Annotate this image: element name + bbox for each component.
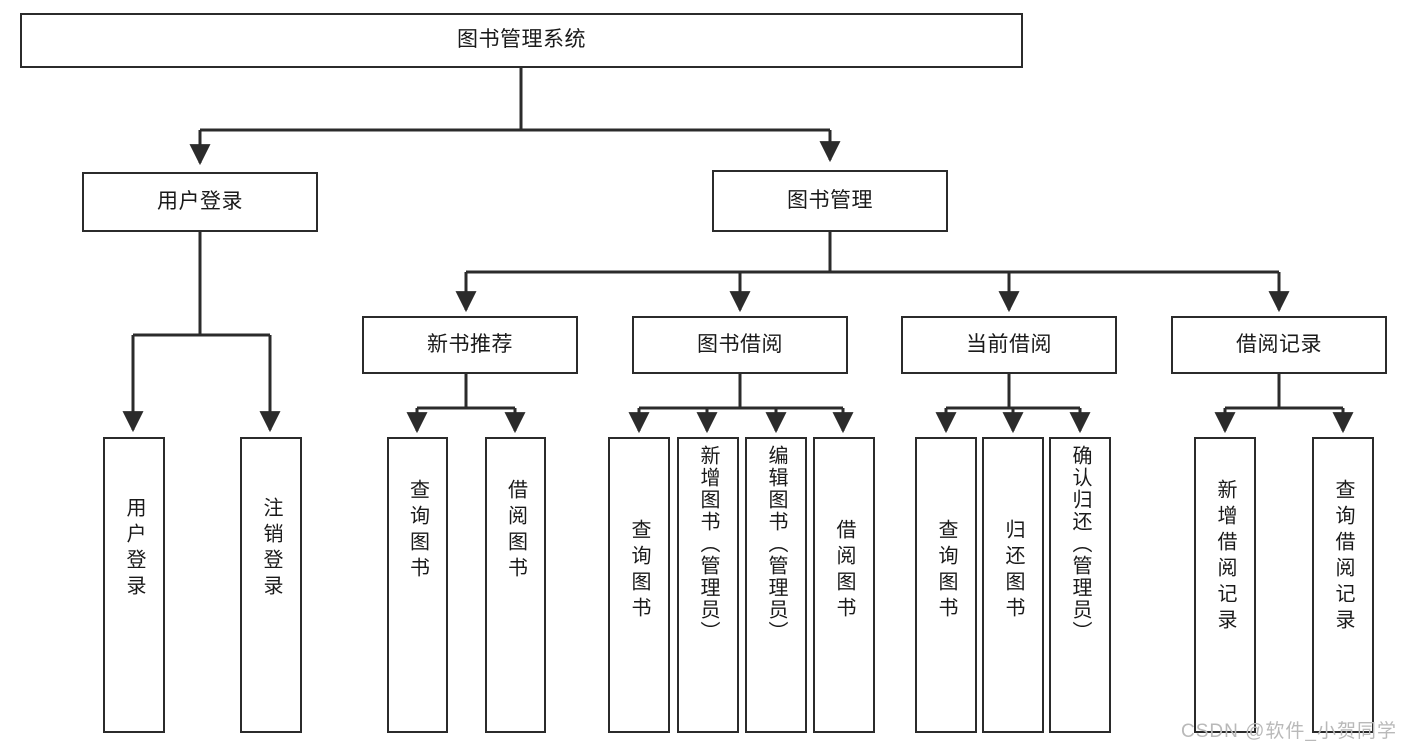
node-leaf-user-login-label: 用户登录 <box>123 497 145 601</box>
node-leaf-add-book-admin-label: 新增图书（管理员） <box>697 445 719 643</box>
node-leaf-edit-book-admin[interactable]: 编辑图书（管理员） <box>745 437 807 733</box>
node-leaf-user-login[interactable]: 用户登录 <box>103 437 165 733</box>
node-book-borrow-label: 图书借阅 <box>697 332 783 356</box>
node-new-book-recommend-label: 新书推荐 <box>427 332 513 356</box>
node-user-login[interactable]: 用户登录 <box>82 172 318 232</box>
node-leaf-borrow-book[interactable]: 借阅图书 <box>813 437 875 733</box>
node-leaf-return-book-label: 归还图书 <box>1002 519 1024 623</box>
node-book-borrow[interactable]: 图书借阅 <box>632 316 848 374</box>
node-book-management-label: 图书管理 <box>787 188 873 212</box>
node-leaf-borrow-book-label: 借阅图书 <box>833 519 855 623</box>
node-root-system-label: 图书管理系统 <box>457 28 586 52</box>
node-book-management[interactable]: 图书管理 <box>712 170 948 232</box>
node-borrow-record[interactable]: 借阅记录 <box>1171 316 1387 374</box>
node-user-login-label: 用户登录 <box>157 189 243 213</box>
node-root-system[interactable]: 图书管理系统 <box>20 13 1023 68</box>
watermark-text: CSDN @软件_小贺同学 <box>1181 721 1397 742</box>
node-leaf-logout[interactable]: 注销登录 <box>240 437 302 733</box>
node-leaf-confirm-return-admin[interactable]: 确认归还（管理员） <box>1049 437 1111 733</box>
node-leaf-add-borrow-record[interactable]: 新增借阅记录 <box>1194 437 1256 733</box>
node-current-borrow[interactable]: 当前借阅 <box>901 316 1117 374</box>
node-current-borrow-label: 当前借阅 <box>966 332 1052 356</box>
node-leaf-add-book-admin[interactable]: 新增图书（管理员） <box>677 437 739 733</box>
node-leaf-query-book-recommend[interactable]: 查询图书 <box>387 437 448 733</box>
node-leaf-query-book-borrow-label: 查询图书 <box>628 519 650 623</box>
node-borrow-record-label: 借阅记录 <box>1236 332 1322 356</box>
node-leaf-query-book-borrow[interactable]: 查询图书 <box>608 437 670 733</box>
node-leaf-query-book-current[interactable]: 查询图书 <box>915 437 977 733</box>
node-leaf-query-borrow-record[interactable]: 查询借阅记录 <box>1312 437 1374 733</box>
node-leaf-add-borrow-record-label: 新增借阅记录 <box>1214 479 1236 635</box>
node-leaf-edit-book-admin-label: 编辑图书（管理员） <box>765 445 787 643</box>
node-leaf-return-book[interactable]: 归还图书 <box>982 437 1044 733</box>
node-leaf-query-book-recommend-label: 查询图书 <box>406 479 429 583</box>
node-leaf-logout-label: 注销登录 <box>260 497 282 601</box>
node-leaf-borrow-book-recommend-label: 借阅图书 <box>504 479 527 583</box>
node-leaf-confirm-return-admin-label: 确认归还（管理员） <box>1069 445 1091 643</box>
node-new-book-recommend[interactable]: 新书推荐 <box>362 316 578 374</box>
node-leaf-query-book-current-label: 查询图书 <box>935 519 957 623</box>
node-leaf-query-borrow-record-label: 查询借阅记录 <box>1332 479 1354 635</box>
node-leaf-borrow-book-recommend[interactable]: 借阅图书 <box>485 437 546 733</box>
